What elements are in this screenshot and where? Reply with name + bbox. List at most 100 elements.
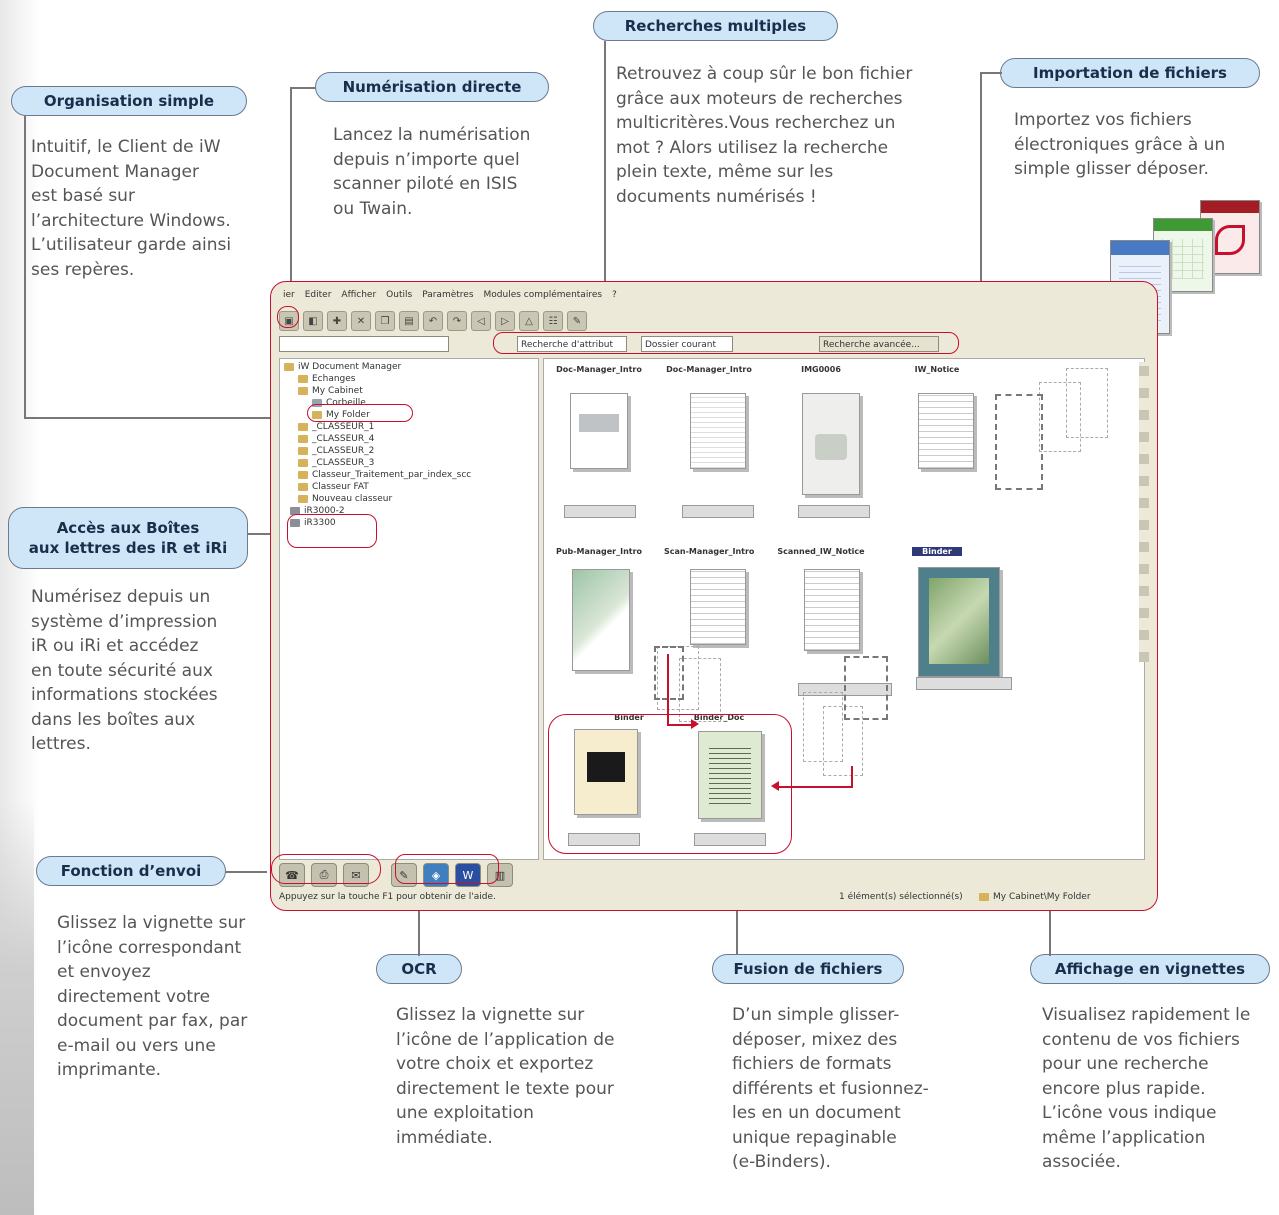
callout-recherches-text: Retrouvez à coup sûr le bon fichier grâc…	[616, 64, 913, 207]
page-nav[interactable]	[694, 833, 766, 846]
callout-ocr-title: OCR	[376, 954, 462, 984]
leader-ocr	[418, 890, 420, 956]
thumb-caption: Binder_Doc	[693, 713, 745, 722]
binder-thumbnail[interactable]	[918, 567, 1000, 677]
page-nav[interactable]	[568, 833, 640, 846]
drag-ghost	[679, 658, 721, 722]
leader-importation-h	[980, 72, 1002, 74]
callout-acces-text: Numérisez depuis un système d’impression…	[31, 587, 218, 754]
search-attribute-dropdown[interactable]: Recherche d'attribut	[517, 336, 627, 352]
tree-item-root[interactable]: iW Document Manager	[284, 361, 401, 373]
address-combobox[interactable]	[279, 336, 449, 352]
fusion-arrow-line	[779, 786, 853, 788]
tree-item-my-cabinet[interactable]: My Cabinet	[298, 385, 363, 397]
folder-icon	[312, 410, 322, 419]
leader-recherches	[604, 41, 606, 315]
highlight-search	[493, 332, 959, 354]
menu-item-file[interactable]: ier	[283, 290, 295, 300]
menu-item-addons[interactable]: Modules complémentaires	[483, 290, 603, 300]
highlight-my-folder	[307, 404, 413, 422]
document-thumbnail[interactable]	[690, 569, 746, 645]
tree-item-classeur-index[interactable]: Classeur_Traitement_par_index_scc	[298, 469, 471, 481]
tree-item-corbeille[interactable]: Corbeille	[312, 397, 366, 409]
callout-affichage-title: Affichage en vignettes	[1030, 954, 1270, 984]
drag-ghost	[1066, 368, 1108, 438]
document-thumbnail[interactable]	[572, 569, 630, 671]
menu-bar: ier Editer Afficher Outils Paramètres Mo…	[283, 290, 617, 306]
document-thumbnail[interactable]	[570, 393, 628, 469]
up-icon[interactable]: △	[519, 311, 539, 331]
document-thumbnail[interactable]	[918, 393, 974, 469]
page-nav[interactable]	[916, 677, 1012, 690]
highlight-ocr	[395, 854, 499, 884]
tree-item-classeur-4[interactable]: _CLASSEUR_4	[298, 433, 374, 445]
background-figure-shade	[0, 800, 34, 1215]
fusion-arrow-line	[851, 766, 853, 786]
menu-item-view[interactable]: Afficher	[341, 290, 377, 300]
drag-ghost	[823, 706, 863, 776]
back-icon[interactable]: ◁	[471, 311, 491, 331]
thumb-caption: IW_Notice	[914, 365, 960, 374]
folder-tree: iW Document Manager Echanges My Cabinet …	[279, 358, 539, 860]
callout-importation-text: Importez vos fichiers électroniques grâc…	[1014, 110, 1226, 179]
folder-icon	[298, 374, 308, 383]
callout-fusion-text: D’un simple glisser- déposer, mixez des …	[732, 1005, 929, 1172]
callout-ocr-text: Glissez la vignette sur l’icône de l’app…	[396, 1005, 615, 1148]
import-icon[interactable]: ◧	[303, 311, 323, 331]
copy-icon[interactable]: ❐	[375, 311, 395, 331]
binder-icon	[298, 482, 308, 491]
app-window: ier Editer Afficher Outils Paramètres Mo…	[270, 281, 1158, 911]
highlight-scan	[277, 306, 299, 328]
forward-icon[interactable]: ▷	[495, 311, 515, 331]
binder-icon	[298, 494, 308, 503]
binder-icon	[298, 458, 308, 467]
tree-item-nouveau-classeur[interactable]: Nouveau classeur	[298, 493, 392, 505]
callout-fusion-title: Fusion de fichiers	[712, 954, 904, 984]
callout-recherches-title: Recherches multiples	[593, 11, 838, 41]
new-folder-icon[interactable]: ✚	[327, 311, 347, 331]
right-toolbar	[1139, 362, 1151, 672]
tree-item-ir3000[interactable]: iR3000-2	[290, 505, 345, 517]
leader-importation	[980, 72, 982, 435]
callout-organisation-text: Intuitif, le Client de iW Document Manag…	[31, 137, 232, 280]
search-scope-dropdown[interactable]: Dossier courant	[641, 336, 733, 352]
highlight-fusion	[548, 714, 792, 854]
page-nav[interactable]	[798, 505, 870, 518]
tree-item-echanges[interactable]: Echanges	[298, 373, 356, 385]
tree-item-classeur-3[interactable]: _CLASSEUR_3	[298, 457, 374, 469]
document-thumbnail[interactable]	[802, 393, 860, 495]
printer-icon	[290, 506, 300, 515]
trash-icon	[312, 398, 322, 407]
highlight-mailboxes	[287, 514, 377, 548]
callout-envoi-text: Glissez la vignette sur l’icône correspo…	[57, 913, 248, 1080]
toolbar: ▣ ◧ ✚ ✕ ❐ ▤ ↶ ↷ ◁ ▷ △ ☷ ✎	[279, 308, 587, 334]
undo-icon[interactable]: ↶	[423, 311, 443, 331]
tree-item-classeur-1[interactable]: _CLASSEUR_1	[298, 421, 374, 433]
menu-item-settings[interactable]: Paramètres	[422, 290, 474, 300]
properties-icon[interactable]: ✎	[567, 311, 587, 331]
binder-thumbnail[interactable]	[698, 731, 762, 819]
delete-icon[interactable]: ✕	[351, 311, 371, 331]
tree-item-my-folder[interactable]: My Folder	[312, 409, 370, 421]
arrow-right-icon	[691, 719, 699, 729]
folder-icon	[979, 892, 989, 901]
menu-item-edit[interactable]: Editer	[304, 290, 332, 300]
tree-item-classeur-2[interactable]: _CLASSEUR_2	[298, 445, 374, 457]
view-icon[interactable]: ☷	[543, 311, 563, 331]
folder-icon	[284, 362, 294, 371]
callout-numerisation-text: Lancez la numérisation depuis n’importe …	[333, 125, 531, 219]
tree-item-classeur-fat[interactable]: Classeur FAT	[298, 481, 369, 493]
menu-item-tools[interactable]: Outils	[386, 290, 413, 300]
status-path: My Cabinet\My Folder	[979, 892, 1091, 902]
document-thumbnail[interactable]	[804, 569, 860, 651]
leader-acces	[247, 533, 285, 535]
paste-icon[interactable]: ▤	[399, 311, 419, 331]
redo-icon[interactable]: ↷	[447, 311, 467, 331]
leader-numerisation	[290, 87, 292, 305]
page-nav[interactable]	[682, 505, 754, 518]
menu-item-help[interactable]: ?	[612, 290, 617, 300]
advanced-search-button[interactable]: Recherche avancée...	[819, 336, 939, 352]
document-thumbnail[interactable]	[690, 393, 746, 469]
page-nav[interactable]	[564, 505, 636, 518]
binder-thumbnail[interactable]	[574, 729, 638, 815]
